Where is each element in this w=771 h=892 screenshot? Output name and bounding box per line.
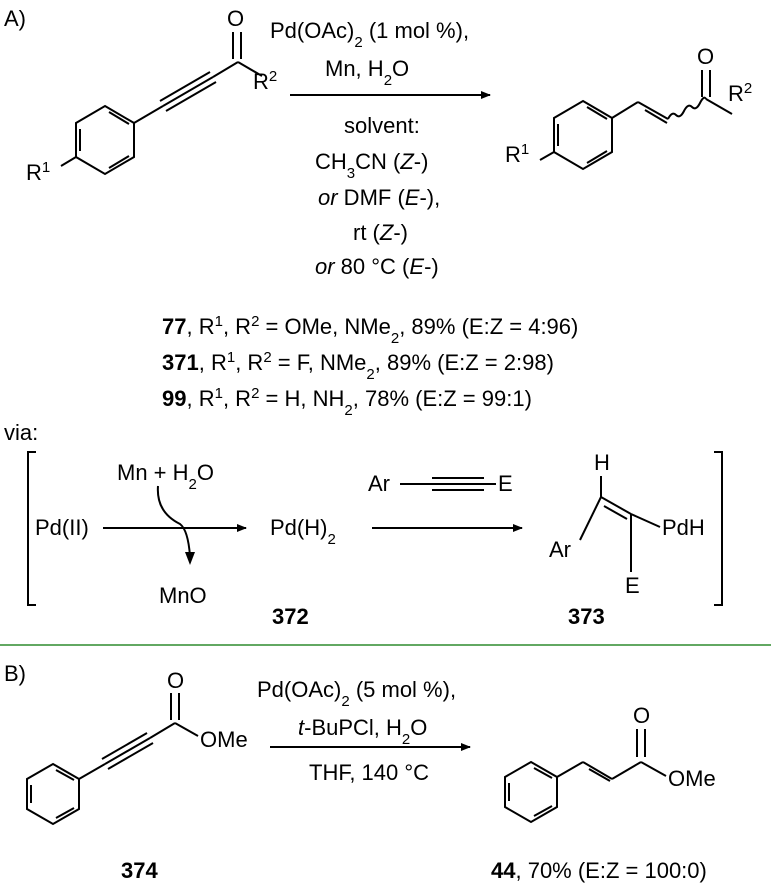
result-row: 371, R1, R2 = F, NMe2, 89% (E:Z = 2:98) [162, 349, 554, 383]
mech-int-ar: Ar [549, 537, 571, 562]
mech-curved-arrowhead [185, 552, 195, 565]
conditions-a-line3: solvent: [344, 113, 420, 138]
part-b-label: B) [4, 661, 26, 686]
mech-mno: MnO [159, 583, 207, 608]
conditions-a-line7: or 80 °C (E-) [315, 254, 439, 279]
conditions-a-line6: rt (Z-) [353, 220, 408, 245]
product-a-r2: R2 [728, 80, 752, 107]
reactant-b-ome: OMe [200, 727, 248, 752]
results-a: 77, R1, R2 = OMe, NMe2, 89% (E:Z = 4:96)… [162, 313, 578, 419]
mech-mn-h2o: Mn + H2O [117, 460, 214, 493]
conditions-a: Pd(OAc)2 (1 mol %), Mn, H2O solvent: CH3… [270, 18, 469, 279]
mech-pd-ii: Pd(II) [35, 515, 89, 540]
mech-alkyne-e: E [498, 471, 513, 496]
compound-373-label: 373 [568, 604, 605, 629]
mechanism-brackets [27, 451, 723, 606]
conditions-b-line3: THF, 140 °C [309, 760, 429, 785]
mech-alkyne-ar: Ar [368, 471, 390, 496]
product-b-result: 44, 70% (E:Z = 100:0) [491, 858, 707, 883]
reactant-b-oxygen: O [167, 668, 184, 693]
compound-372-label: 372 [272, 604, 309, 629]
mech-alkyne-bonds [400, 477, 496, 491]
mech-intermediate-bonds [579, 476, 661, 572]
conditions-a-line5: or DMF (E-), [318, 185, 440, 210]
mech-pd-h2: Pd(H)2 [270, 515, 336, 548]
conditions-a-line2: Mn, H2O [325, 56, 409, 89]
product-a-structure [539, 70, 733, 171]
conditions-a-line1: Pd(OAc)2 (1 mol %), [270, 18, 469, 51]
conditions-b-line1: Pd(OAc)2 (5 mol %), [257, 677, 456, 710]
result-row: 99, R1, R2 = H, NH2, 78% (E:Z = 99:1) [162, 385, 532, 419]
product-b-structure [504, 729, 667, 824]
product-b-ome: OMe [668, 766, 716, 791]
via-label: via: [4, 420, 38, 445]
conditions-a-line4: CH3CN (Z-) [315, 149, 428, 182]
part-a-label: A) [4, 6, 26, 31]
reactant-a-r2: R2 [253, 68, 277, 95]
reactant-a-structure [60, 32, 263, 176]
mech-curved-arrow [156, 485, 191, 557]
reactant-b-structure [26, 693, 199, 826]
mech-int-pdh: PdH [662, 515, 705, 540]
product-b-oxygen: O [633, 703, 650, 728]
result-row: 77, R1, R2 = OMe, NMe2, 89% (E:Z = 4:96) [162, 313, 578, 347]
product-a-r1: R1 [505, 141, 529, 168]
mech-int-h: H [594, 450, 610, 475]
reactant-a-oxygen: O [227, 6, 244, 31]
reactant-a-r1: R1 [26, 159, 50, 186]
compound-374-label: 374 [121, 858, 158, 883]
product-a-oxygen: O [697, 44, 714, 69]
mech-int-e: E [625, 573, 640, 598]
conditions-b-line2: t-BuPCl, H2O [298, 715, 427, 748]
